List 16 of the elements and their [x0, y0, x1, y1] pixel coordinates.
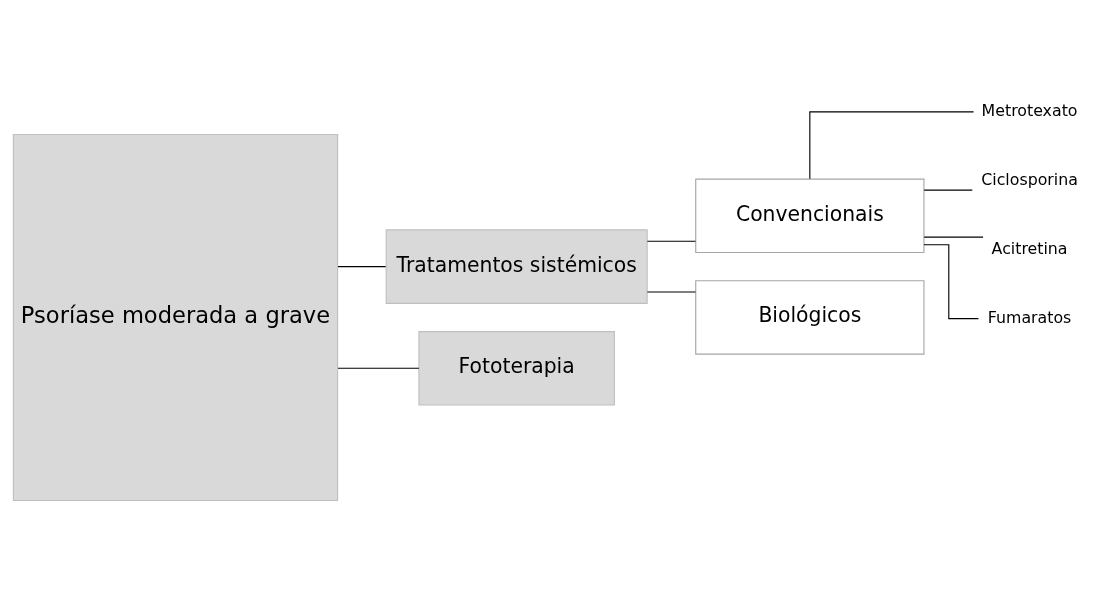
node-text: Metrotexato: [981, 101, 1078, 121]
connector: [337, 266, 387, 268]
connector: [809, 111, 975, 180]
node-text: Fumaratos: [987, 307, 1072, 327]
node-box: Biológicos: [695, 280, 925, 355]
connector: [646, 240, 697, 242]
node-box: Tratamentos sistémicos: [385, 229, 648, 304]
node-box: Fototerapia: [418, 331, 615, 406]
node-box: Convencionais: [695, 178, 925, 254]
connector: [923, 244, 979, 320]
node-text: Acitretina: [991, 238, 1068, 258]
connector: [923, 189, 973, 191]
node-box: Psoríase moderada a grave: [12, 133, 339, 502]
node-text: Ciclosporina: [981, 169, 1078, 189]
connector: [337, 367, 420, 369]
connector: [923, 236, 984, 238]
